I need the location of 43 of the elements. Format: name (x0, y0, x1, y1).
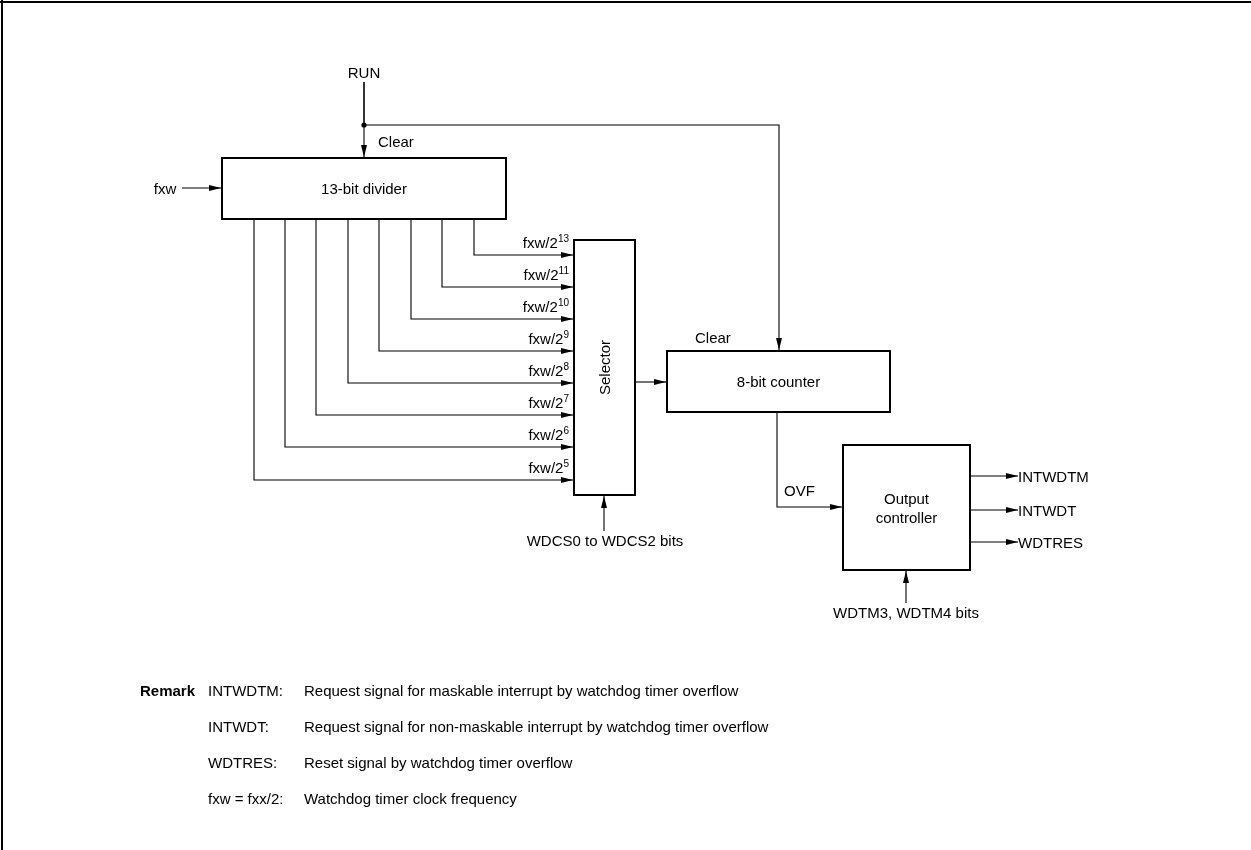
signal-label: WDTM3, WDTM4 bits (833, 602, 979, 622)
signal-name: INTWDTM: (208, 682, 283, 700)
arrow (601, 495, 607, 532)
signal-name: WDTRES: (208, 754, 278, 772)
block-label: Output controller (874, 488, 939, 527)
signal-label: INTWDTM (1018, 466, 1089, 486)
signal-name: INTWDT: (208, 718, 269, 736)
remark-text: Request signal for non-maskable interrupt by watchdog timer overflow (304, 718, 769, 736)
arrow (970, 539, 1019, 545)
block-box (842, 444, 971, 571)
remark-heading: Remark (140, 682, 196, 700)
input-label: Clear (378, 133, 414, 151)
arrow (181, 185, 222, 191)
arrow (903, 570, 909, 604)
arrow (635, 379, 667, 385)
block-label: 13-bit divider (321, 179, 407, 198)
signal-label: RUN (347, 62, 381, 82)
arrow (378, 219, 574, 354)
remark-text: Request signal for maskable interrupt by watchdog timer overflow (304, 682, 739, 700)
arrow (410, 219, 574, 322)
arrow (473, 219, 574, 258)
arrow (776, 412, 843, 510)
arrow (441, 219, 574, 290)
block-label: Selector (595, 340, 614, 395)
remark-text: Reset signal by watchdog timer overflow (304, 754, 573, 772)
arrow (315, 219, 574, 418)
block-box (221, 157, 507, 220)
remark-text: Watchdog timer clock frequency (304, 790, 517, 808)
block-label: 8-bit counter (736, 372, 821, 391)
arrow (970, 507, 1019, 513)
block-box (573, 239, 636, 496)
arrow (970, 473, 1019, 479)
arrow (363, 81, 782, 351)
arrow (347, 219, 574, 386)
block-box (666, 350, 891, 413)
input-label: Clear (695, 329, 731, 347)
signal-label: fxw (153, 178, 177, 198)
signal-name: fxw = fxx/2: (208, 790, 284, 808)
signal-label: WDTRES (1018, 532, 1083, 552)
arrow (284, 219, 574, 450)
signal-label: WDCS0 to WDCS2 bits (526, 530, 684, 550)
arrow (253, 219, 574, 483)
signal-label: INTWDT (1018, 500, 1077, 520)
